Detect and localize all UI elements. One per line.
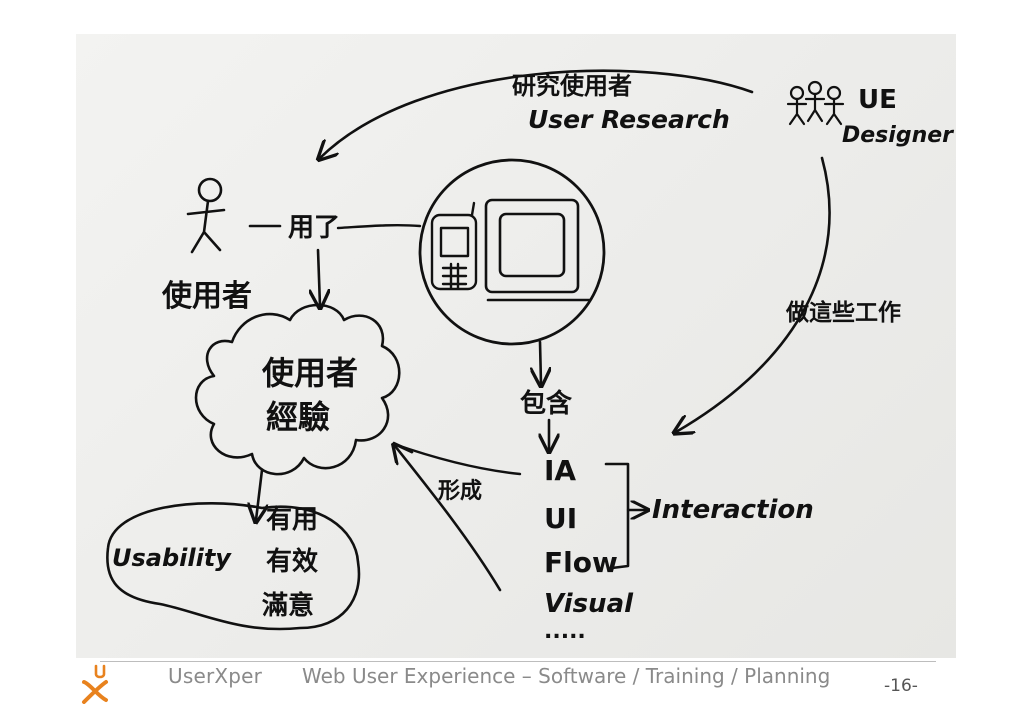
usability-label: Usability (112, 544, 232, 572)
component-more: ..... (544, 619, 586, 644)
userxper-logo-icon (82, 664, 108, 704)
research-arrow (320, 69, 754, 158)
experience-line-2: 經驗 (266, 398, 330, 436)
usability-blob (106, 502, 361, 631)
research-en-label: User Research (528, 105, 730, 134)
interaction-bracket (604, 462, 630, 570)
use-to-experience-arrow (318, 248, 320, 306)
user-label: 使用者 (161, 279, 252, 314)
device-circle (418, 158, 606, 346)
user-experience-cloud (194, 303, 401, 476)
component-ia: IA (544, 454, 576, 487)
do-work-arrow (676, 156, 831, 432)
use-label: 用了 (288, 213, 340, 243)
component-flow: Flow (544, 546, 618, 579)
contains-arrow (540, 340, 541, 384)
computer-monitor-icon (484, 198, 592, 302)
usability-term-effective: 有效 (266, 546, 318, 577)
experience-line-1: 使用者 (261, 354, 358, 392)
footer-tagline: Web User Experience – Software / Trainin… (302, 664, 831, 688)
mobile-phone-icon (430, 201, 478, 291)
footer-divider (100, 661, 936, 662)
do-work-label: 做這些工作 (785, 299, 901, 326)
designer-label-ue: UE (858, 85, 897, 115)
whiteboard-photo (76, 34, 956, 658)
component-ui: UI (544, 502, 577, 535)
contains-label: 包含 (520, 388, 573, 419)
designer-label-designer: Designer (842, 123, 954, 148)
research-zh-label: 研究使用者 (512, 72, 632, 100)
usability-term-satisfying: 滿意 (262, 590, 314, 621)
use-to-device-line (336, 223, 422, 230)
designer-figures-icon (786, 80, 845, 126)
interaction-label: Interaction (652, 495, 814, 525)
page-number: -16- (884, 676, 918, 696)
usability-term-useful: 有用 (266, 505, 318, 535)
experience-to-usability-arrow (256, 468, 262, 520)
user-figure-icon (186, 177, 226, 254)
forms-connector (392, 442, 522, 476)
component-visual: Visual (544, 589, 634, 619)
footer-brand: UserXper (168, 664, 263, 688)
forms-label: 形成 (438, 479, 482, 504)
forms-arrow (395, 446, 502, 592)
